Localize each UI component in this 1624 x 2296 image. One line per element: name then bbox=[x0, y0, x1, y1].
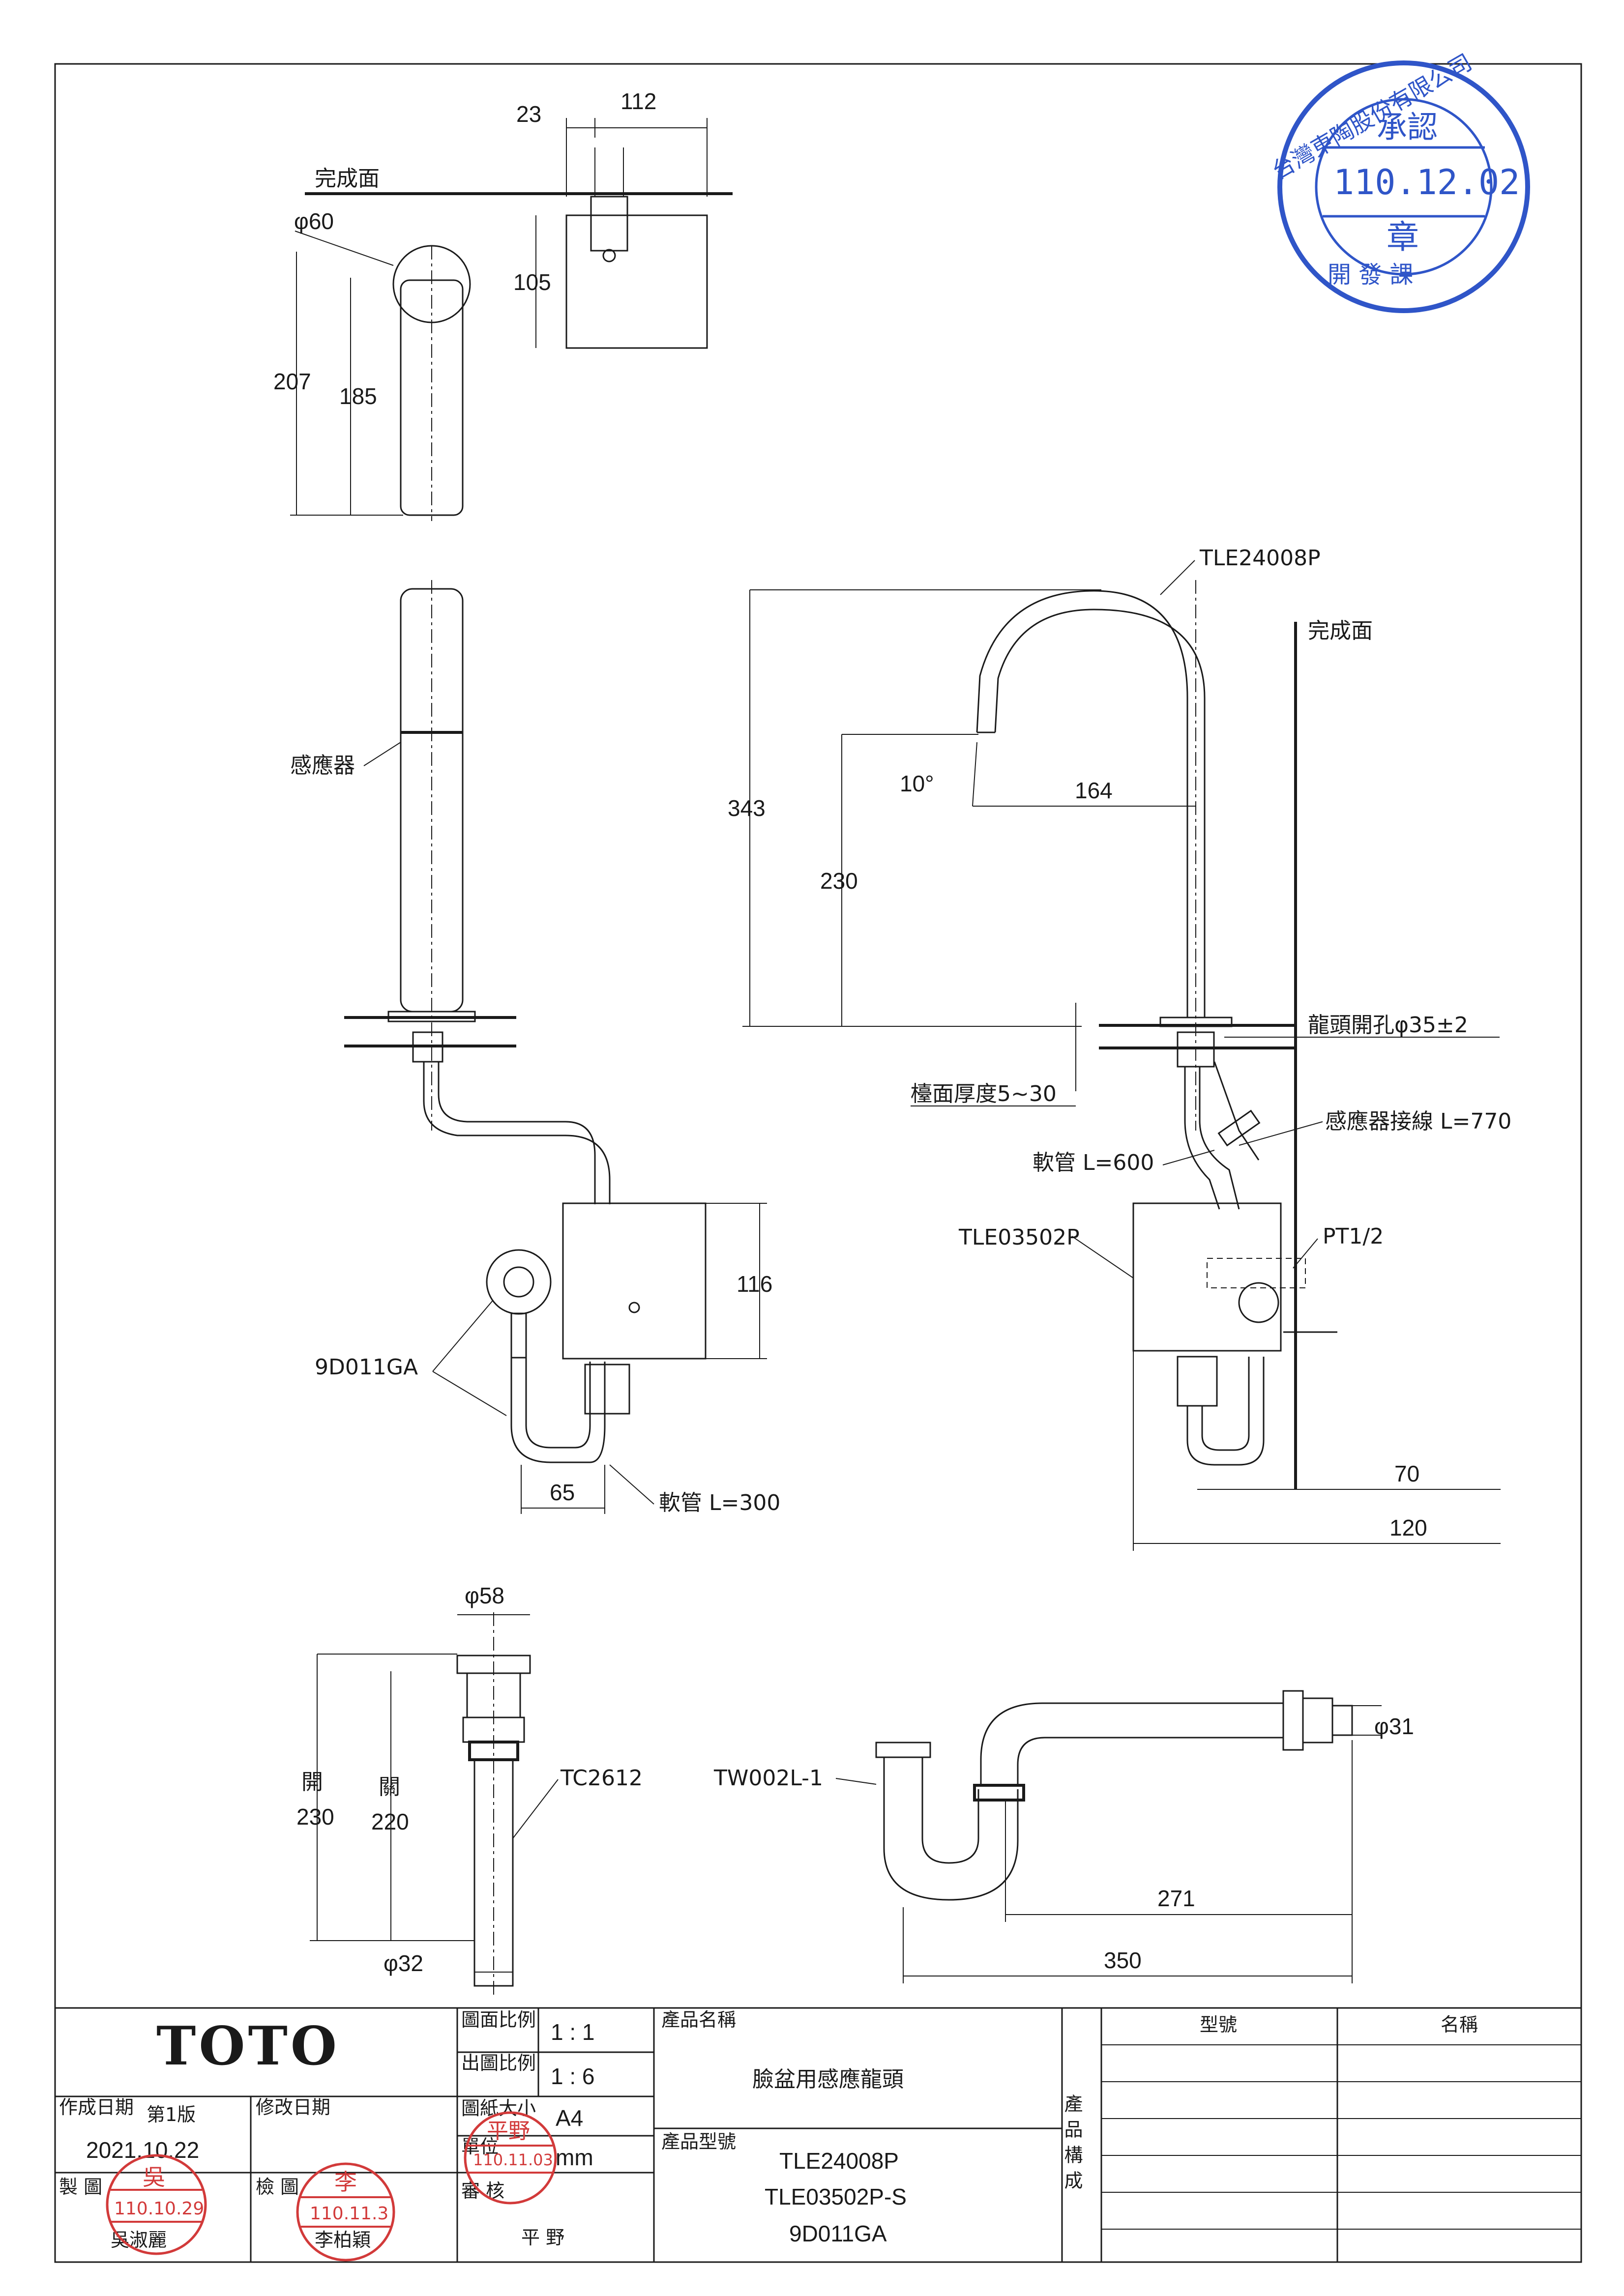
dim-65: 65 bbox=[550, 1480, 575, 1505]
approval-dept: 開 發 課 bbox=[1328, 261, 1414, 289]
created-date: 2021.10.22 bbox=[86, 2137, 199, 2163]
product-name: 臉盆用感應龍頭 bbox=[752, 2067, 904, 2092]
review-name: 平 野 bbox=[521, 2227, 564, 2248]
review-stamp-date: 110.11.03 bbox=[473, 2151, 553, 2169]
product-model-label: 產品型號 bbox=[661, 2131, 736, 2152]
dim-220-close: 220 bbox=[371, 1809, 409, 1834]
dim-phi31: φ31 bbox=[1374, 1714, 1414, 1739]
approval-seal: 章 bbox=[1387, 218, 1419, 256]
label-close: 關 bbox=[379, 1774, 400, 1800]
drawn-stamp-date: 110.10.29 bbox=[114, 2199, 204, 2219]
dim-343: 343 bbox=[728, 795, 766, 821]
side-view: 完成面 343 230 10° 164 檯面厚度5~30 感應器接線 L=770 bbox=[728, 546, 1511, 1551]
review-label: 審 核 bbox=[461, 2180, 504, 2202]
dim-207: 207 bbox=[273, 369, 311, 394]
dim-10-degree: 10° bbox=[900, 771, 934, 796]
product-model-1: TLE24008P bbox=[779, 2148, 899, 2174]
dim-164: 164 bbox=[1075, 778, 1113, 803]
label-hose-600: 軟管 L=600 bbox=[1033, 1150, 1154, 1175]
label-finish-surface-right: 完成面 bbox=[1308, 618, 1373, 643]
label-tle03502p: TLE03502P bbox=[958, 1225, 1080, 1250]
approval-date: 110.12.02 bbox=[1333, 162, 1520, 203]
drawn-stamp-name: 吳 bbox=[143, 2164, 165, 2190]
checked-label: 檢 圖 bbox=[256, 2176, 299, 2198]
label-sensor: 感應器 bbox=[290, 753, 355, 778]
unit-value: mm bbox=[556, 2145, 593, 2170]
trap-view: φ31 271 350 TW002L-1 bbox=[713, 1690, 1414, 1983]
label-faucet-hole: 龍頭開孔φ35±2 bbox=[1308, 1013, 1468, 1038]
review-stamp: 平野 110.11.03 bbox=[464, 2111, 557, 2205]
output-scale-label: 出圖比例 bbox=[461, 2052, 536, 2074]
dim-112: 112 bbox=[620, 88, 656, 114]
checked-stamp-date: 110.11.3 bbox=[310, 2204, 388, 2224]
drawn-name: 吳淑麗 bbox=[111, 2229, 167, 2251]
dim-23: 23 bbox=[516, 101, 541, 127]
label-pt-1-2: PT1/2 bbox=[1323, 1224, 1384, 1249]
composition-label: 產品構成 bbox=[1061, 2094, 1083, 2196]
dim-phi32: φ32 bbox=[384, 1950, 423, 1976]
drain-view: φ58 開 230 關 220 φ32 TC2612 bbox=[296, 1583, 643, 1996]
dim-271: 271 bbox=[1157, 1886, 1195, 1911]
checked-stamp-name: 李 bbox=[334, 2169, 357, 2195]
label-sensor-cable: 感應器接線 L=770 bbox=[1325, 1109, 1511, 1134]
title-block: TOTO 圖面比例 1 : 1 出圖比例 1 : 6 圖紙大小 A4 單位 mm… bbox=[54, 2007, 1582, 2263]
label-tc2612: TC2612 bbox=[560, 1766, 643, 1791]
drawing-scale-value: 1 : 1 bbox=[551, 2019, 595, 2045]
label-tw002l-1: TW002L-1 bbox=[713, 1766, 823, 1791]
dim-230-open: 230 bbox=[296, 1804, 334, 1830]
output-scale-value: 1 : 6 bbox=[551, 2063, 595, 2089]
dim-105: 105 bbox=[513, 269, 551, 295]
dim-70: 70 bbox=[1394, 1461, 1419, 1486]
dim-116: 116 bbox=[737, 1271, 772, 1297]
col-model: 型號 bbox=[1200, 2014, 1237, 2035]
top-view: 完成面 23 112 105 φ60 207 185 bbox=[273, 88, 733, 521]
drawn-label: 製 圖 bbox=[59, 2176, 102, 2198]
front-view: 感應器 116 65 9D011GA 軟管 L=300 bbox=[290, 580, 780, 1515]
label-9d011ga: 9D011GA bbox=[315, 1355, 418, 1380]
label-hose-300: 軟管 L=300 bbox=[659, 1490, 780, 1515]
drawing-scale-label: 圖面比例 bbox=[461, 2009, 536, 2031]
label-counter-thickness: 檯面厚度5~30 bbox=[911, 1081, 1057, 1106]
dim-phi58: φ58 bbox=[465, 1583, 504, 1608]
col-name: 名稱 bbox=[1441, 2014, 1478, 2035]
dim-185: 185 bbox=[339, 383, 377, 409]
product-name-label: 產品名稱 bbox=[661, 2009, 736, 2031]
label-open: 開 bbox=[301, 1770, 323, 1795]
label-tle24008p: TLE24008P bbox=[1199, 546, 1321, 571]
review-stamp-name: 平野 bbox=[487, 2119, 530, 2144]
brand-logo: TOTO bbox=[156, 2015, 340, 2077]
revised-date-label: 修改日期 bbox=[256, 2096, 330, 2118]
dim-120: 120 bbox=[1389, 1515, 1427, 1540]
checked-name: 李柏穎 bbox=[315, 2229, 371, 2251]
dim-350: 350 bbox=[1104, 1947, 1142, 1973]
dim-phi60: φ60 bbox=[294, 208, 334, 234]
product-model-2: TLE03502P-S bbox=[765, 2184, 907, 2209]
dim-230-spout: 230 bbox=[820, 868, 858, 894]
approval-stamp: 台灣東陶股份有限公司 承認 110.12.02 章 開 發 課 bbox=[1267, 49, 1530, 313]
paper-size-value: A4 bbox=[556, 2105, 583, 2131]
created-date-label: 作成日期 bbox=[59, 2096, 134, 2118]
approval-title: 承認 bbox=[1377, 109, 1438, 145]
drawn-stamp: 吳 110.10.29 bbox=[106, 2154, 207, 2255]
product-model-3: 9D011GA bbox=[789, 2221, 887, 2246]
label-finish-surface-top: 完成面 bbox=[315, 166, 380, 191]
edition: 第1版 bbox=[147, 2104, 196, 2125]
checked-stamp: 李 110.11.3 bbox=[296, 2162, 395, 2262]
